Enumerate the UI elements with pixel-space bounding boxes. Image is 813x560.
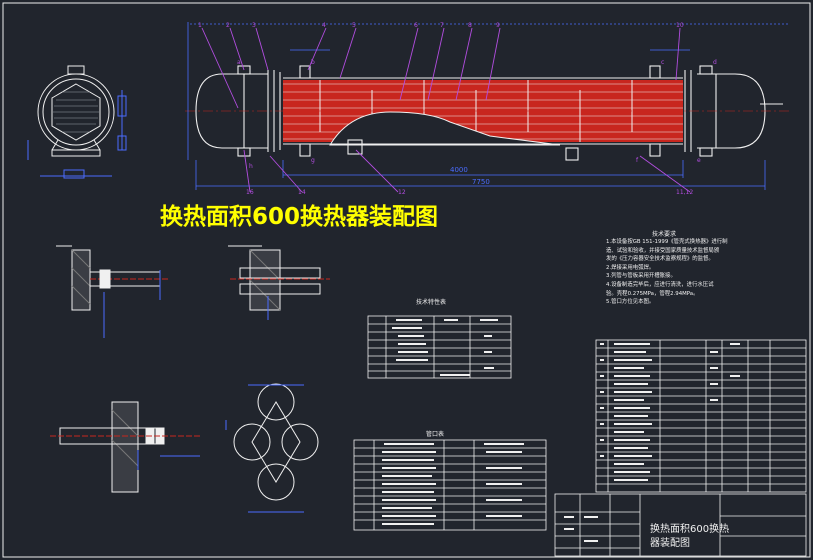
part-label: 6 (414, 22, 418, 29)
detail-view-tube-joint-2 (228, 245, 330, 320)
nozzle-table-title: 管口表 (426, 431, 445, 438)
part-label: 16 (246, 189, 254, 196)
parts-list-table (595, 339, 807, 493)
title-block (554, 493, 807, 557)
detail-view-tube-joint-1 (56, 245, 170, 338)
tech-req-line: 发的《压力容器安全技术监察规程》的监督。 (606, 256, 714, 263)
part-label: 14 (298, 189, 306, 196)
tech-req-line: 1.本设备按GB 151-1999《管壳式换热器》进行制 (606, 239, 728, 245)
part-label: 10 (676, 22, 684, 29)
dimension-label-a: 4000 (450, 166, 468, 174)
drawing-title: 换热面积600换热器装配图 (160, 204, 439, 230)
tech-req-line: 验。壳程0.275MPa，管程2.94MPa。 (606, 290, 699, 297)
part-label: 7 (440, 22, 444, 29)
detail-view-tube-layout (225, 383, 319, 513)
nozzle-letter: a (237, 59, 241, 66)
part-label: 2 (226, 22, 230, 29)
part-label: 1 (198, 22, 202, 29)
tech-req-line: 造、试验和验收，并接受国家质量技术监督局颁 (606, 247, 720, 254)
nozzle-letter: f (636, 157, 639, 164)
part-label: 11,12 (676, 189, 693, 196)
dimension-label-b: 7750 (472, 178, 490, 186)
part-label: 8 (468, 22, 472, 29)
nozzle-table (353, 439, 547, 531)
tech-req-line: 5.管口方位见本图。 (606, 299, 655, 306)
tube-lines (283, 83, 683, 140)
part-label: 4 (322, 22, 326, 29)
nozzle-letter: g (311, 157, 315, 164)
part-label: 9 (496, 22, 500, 29)
leader-lines (201, 27, 691, 193)
title-block-name-line1: 换热面积600换热 (650, 524, 730, 535)
part-label: 3 (252, 22, 256, 29)
tech-req-list: 1.本设备按GB 151-1999《管壳式换热器》进行制 造、试验和验收，并接受… (606, 238, 728, 307)
nozzle-letter: d (713, 59, 717, 66)
tech-req-heading: 技术要求 (652, 231, 677, 238)
nozzle-letter: c (661, 59, 664, 66)
detail-view-bolt (50, 401, 200, 493)
nozzle-letter: b (311, 59, 315, 66)
shell-elevation: 4000 7750 1 2 3 4 5 6 7 8 9 (185, 22, 790, 196)
tech-char-table-title: 技术特性表 (416, 299, 447, 306)
nozzle-letter: h (249, 163, 253, 170)
tech-req-line: 3.列管与管板采用开槽胀接。 (606, 273, 676, 280)
part-label: 12 (398, 189, 406, 196)
dimension-lines (187, 22, 790, 190)
title-block-name-line2: 器装配图 (650, 538, 690, 549)
nozzle-letter: e (697, 157, 701, 164)
tech-char-table (367, 315, 512, 379)
part-label: 5 (352, 22, 356, 29)
end-view (27, 65, 127, 179)
tech-req-line: 2.焊接采用电弧焊。 (606, 264, 655, 271)
cutaway (329, 111, 561, 146)
tech-req-line: 4.设备制造完毕后，应进行清洗，进行水压试 (606, 281, 714, 288)
